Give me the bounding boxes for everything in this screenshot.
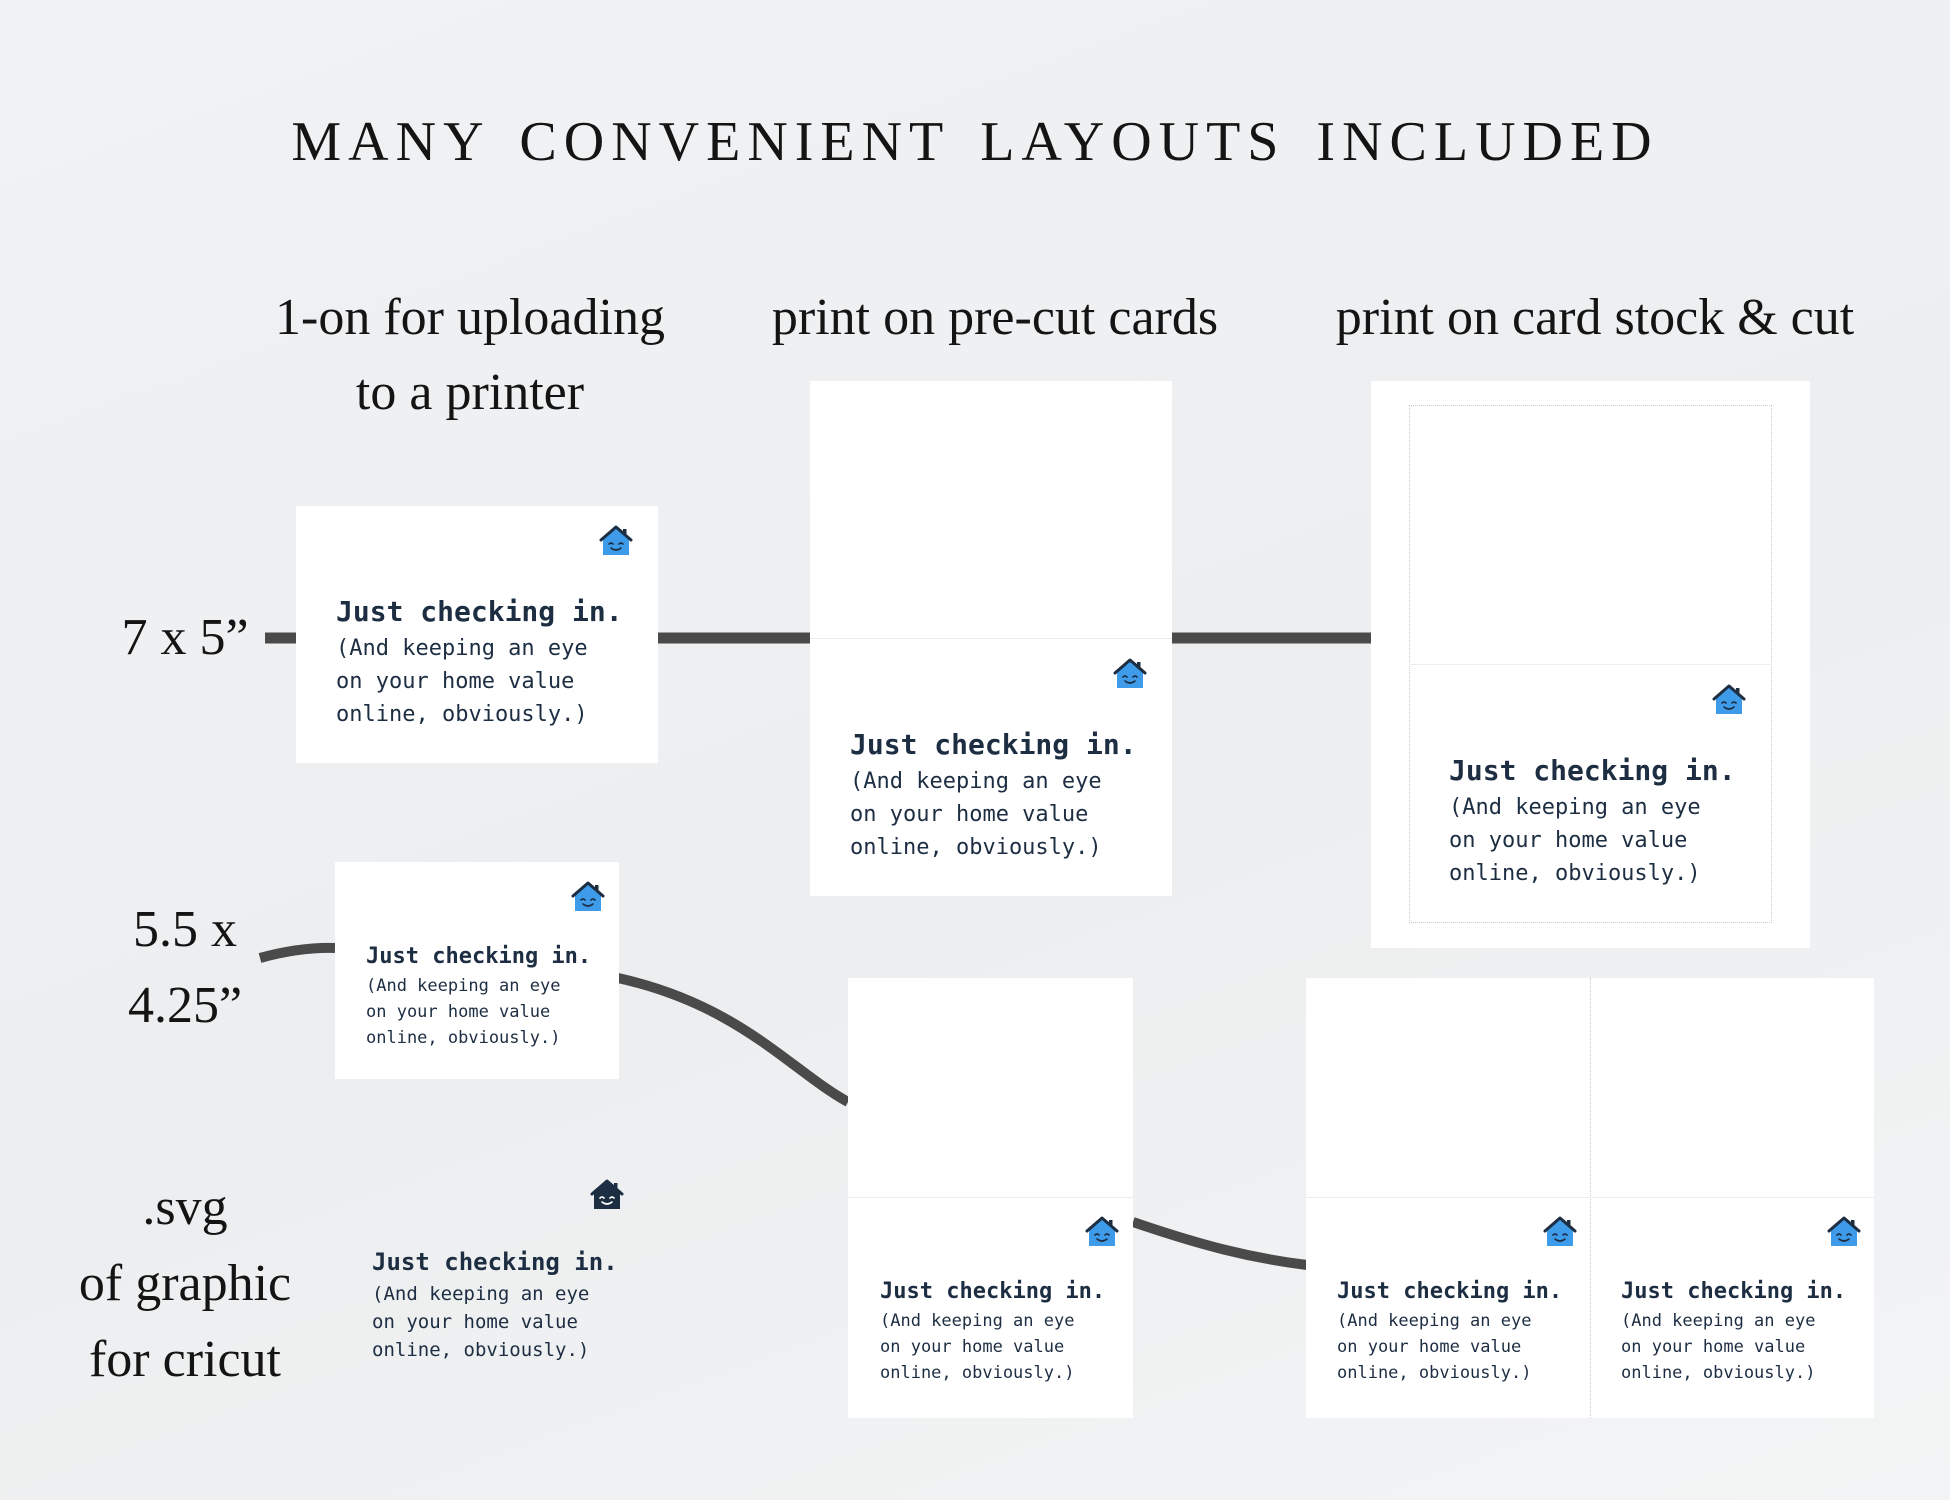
card-line2: on your home value xyxy=(372,1311,578,1333)
card-heading: Just checking in. xyxy=(1621,1279,1847,1304)
house-smile-icon xyxy=(599,524,633,562)
card-message: Just checking in. (And keeping an eye on… xyxy=(366,941,591,1051)
card-heading: Just checking in. xyxy=(850,728,1137,761)
card-heading: Just checking in. xyxy=(366,944,592,969)
card-message: Just checking in. (And keeping an eye on… xyxy=(1621,1276,1846,1386)
row-label-5-5x4-25: 5.5 x 4.25” xyxy=(95,892,275,1044)
card-line3: online, obviously.) xyxy=(1449,861,1701,886)
card-line1: (And keeping an eye xyxy=(372,1283,590,1305)
fold-line xyxy=(848,1197,1133,1198)
card-line3: online, obviously.) xyxy=(366,1028,561,1048)
house-smile-icon xyxy=(1827,1215,1861,1253)
card-line2: on your home value xyxy=(850,802,1089,827)
card-7x5-precut: Just checking in. (And keeping an eye on… xyxy=(810,381,1172,896)
row-label-svg-line2: of graphic xyxy=(78,1255,292,1312)
card-line2: on your home value xyxy=(1337,1337,1522,1357)
cut-guide xyxy=(1590,978,1591,1418)
column-label-precut: print on pre-cut cards xyxy=(771,289,1219,346)
row-label-svg-line3: for cricut xyxy=(88,1331,281,1388)
card-line2: on your home value xyxy=(366,1002,551,1022)
fold-line xyxy=(1409,664,1772,665)
column-label-upload-line1: 1-on for uploading xyxy=(275,289,665,346)
card-message: Just checking in. (And keeping an eye on… xyxy=(1449,751,1736,890)
column-label-upload-line2: to a printer xyxy=(355,364,585,421)
house-smile-icon xyxy=(1712,683,1746,721)
column-label-upload: 1-on for uploading to a printer xyxy=(230,280,710,430)
card-7x5-cardstock: Just checking in. (And keeping an eye on… xyxy=(1371,381,1810,948)
card-line3: online, obviously.) xyxy=(880,1363,1075,1383)
card-line1: (And keeping an eye xyxy=(366,976,561,996)
card-heading: Just checking in. xyxy=(372,1248,618,1276)
card-message: Just checking in. (And keeping an eye on… xyxy=(372,1245,618,1364)
svg-graphic-preview: Just checking in. (And keeping an eye on… xyxy=(335,1170,635,1390)
fold-line xyxy=(810,638,1172,639)
card-5-5x4-25-precut: Just checking in. (And keeping an eye on… xyxy=(848,978,1133,1418)
row-label-svg-line1: .svg xyxy=(142,1179,228,1236)
card-heading: Just checking in. xyxy=(336,595,623,628)
card-heading: Just checking in. xyxy=(1337,1279,1563,1304)
house-smile-icon xyxy=(590,1178,624,1216)
card-5-5x4-25-cardstock: Just checking in. (And keeping an eye on… xyxy=(1306,978,1874,1418)
row-label-5-5x4-25-line1: 5.5 x xyxy=(133,901,237,958)
card-line3: online, obviously.) xyxy=(336,702,588,727)
card-line2: on your home value xyxy=(880,1337,1065,1357)
card-line2: on your home value xyxy=(1621,1337,1806,1357)
connector-5-5x4-25-c xyxy=(1131,1217,1308,1270)
card-message: Just checking in. (And keeping an eye on… xyxy=(850,725,1137,864)
house-smile-icon xyxy=(1085,1215,1119,1253)
row-label-svg: .svg of graphic for cricut xyxy=(40,1170,330,1398)
card-line1: (And keeping an eye xyxy=(1621,1311,1816,1331)
card-line3: online, obviously.) xyxy=(1337,1363,1532,1383)
card-7x5-single: Just checking in. (And keeping an eye on… xyxy=(296,506,658,763)
card-line3: online, obviously.) xyxy=(372,1339,590,1361)
house-smile-icon xyxy=(1113,657,1147,695)
card-line2: on your home value xyxy=(1449,828,1688,853)
connector-5-5x4-25-b xyxy=(616,973,851,1107)
card-line2: on your home value xyxy=(336,669,575,694)
row-label-5-5x4-25-line2: 4.25” xyxy=(127,977,243,1034)
card-heading: Just checking in. xyxy=(880,1279,1106,1304)
card-message: Just checking in. (And keeping an eye on… xyxy=(880,1276,1105,1386)
card-line3: online, obviously.) xyxy=(850,835,1102,860)
card-line1: (And keeping an eye xyxy=(850,769,1102,794)
connector-5-5x4-25-a xyxy=(258,942,336,963)
column-label-cardstock: print on card stock & cut xyxy=(1335,289,1855,346)
card-message: Just checking in. (And keeping an eye on… xyxy=(336,592,623,731)
card-line1: (And keeping an eye xyxy=(336,636,588,661)
card-line3: online, obviously.) xyxy=(1621,1363,1816,1383)
house-smile-icon xyxy=(571,880,605,918)
card-heading: Just checking in. xyxy=(1449,754,1736,787)
card-line1: (And keeping an eye xyxy=(1449,795,1701,820)
page-title: MANY CONVENIENT LAYOUTS INCLUDED xyxy=(291,111,1659,173)
card-line1: (And keeping an eye xyxy=(1337,1311,1532,1331)
card-5-5x4-25-single: Just checking in. (And keeping an eye on… xyxy=(335,862,619,1079)
card-message: Just checking in. (And keeping an eye on… xyxy=(1337,1276,1562,1386)
house-smile-icon xyxy=(1543,1215,1577,1253)
fold-line xyxy=(1306,1197,1874,1198)
card-line1: (And keeping an eye xyxy=(880,1311,1075,1331)
row-label-7x5: 7 x 5” xyxy=(121,609,249,666)
